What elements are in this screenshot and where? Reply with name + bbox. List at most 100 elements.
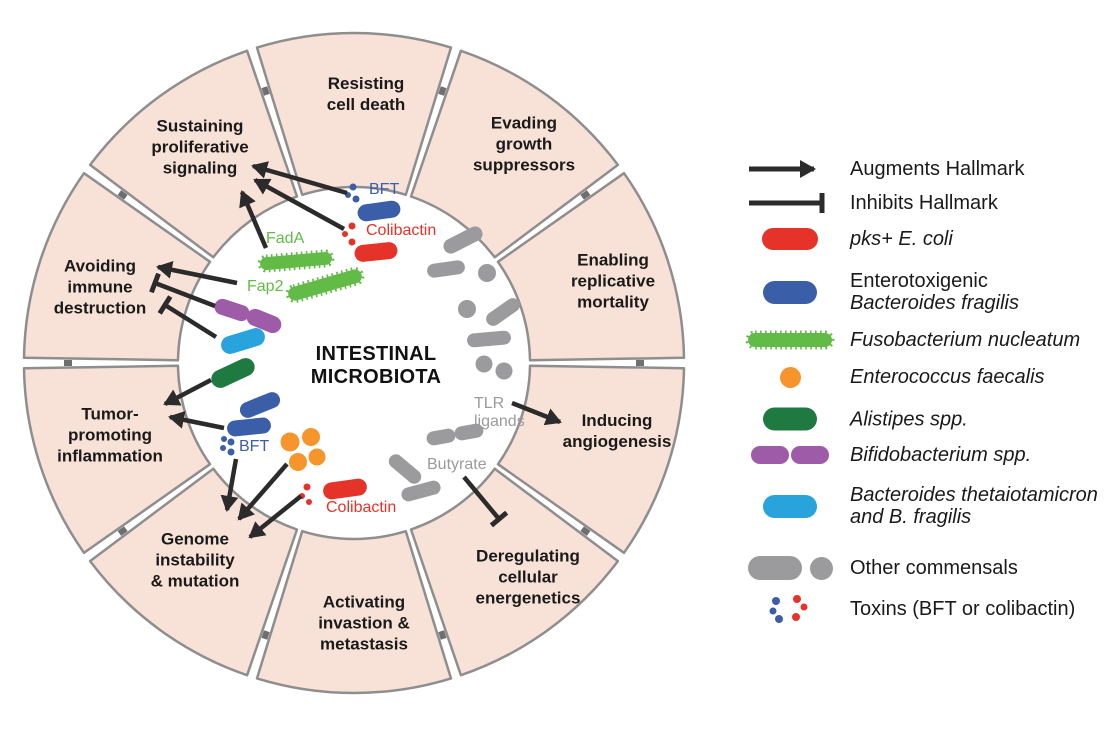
colibactin-label-bottom: Colibactin xyxy=(326,499,397,516)
augments-arrow-icon xyxy=(736,158,844,180)
ring-segment-1 xyxy=(409,49,620,259)
alistipes-group xyxy=(211,358,255,388)
colibactin-toxin-dot xyxy=(303,483,311,491)
legend-item-other-commensals: Other commensals xyxy=(736,556,1018,580)
segment-gap-tick xyxy=(580,526,591,536)
etbf-pill xyxy=(239,392,281,418)
segment-gap-tick xyxy=(636,360,644,366)
purple-double-pill-icon xyxy=(736,446,844,464)
legend-label: Bifidobacterium spp. xyxy=(850,444,1032,466)
commensal-cell xyxy=(426,428,456,446)
legend-item-fusobacterium: Fusobacterium nucleatum xyxy=(736,325,1080,355)
segment-gap-tick xyxy=(580,190,591,200)
etbf-group xyxy=(220,183,401,456)
bft-toxin-dot xyxy=(220,445,226,451)
colibactin-label-top: Colibactin xyxy=(366,222,437,239)
segment-gap-tick xyxy=(261,86,270,96)
hallmark-label-deregulating-energenetics: Deregulating cellular energenetics xyxy=(475,546,581,608)
hallmark-label-invasion-metastasis: Activating invastion & metastasis xyxy=(318,592,410,654)
fap2-label: Fap2 xyxy=(247,278,284,295)
commensal-cell xyxy=(443,226,483,254)
commensal-cell xyxy=(475,355,493,373)
augment-arrow-colibactin-signaling xyxy=(253,178,346,231)
inhibit-arrow-butyrate-energenetics xyxy=(462,475,509,528)
red-pill-icon xyxy=(736,228,844,250)
legend-item-bacteroides-theta: Bacteroides thetaiotamicron and B. fragi… xyxy=(736,484,1098,528)
cyan-pill-icon xyxy=(736,494,844,518)
commensal-cell xyxy=(467,330,511,348)
commensal-cell xyxy=(486,298,520,326)
commensal-cell xyxy=(495,362,513,380)
bifidobacterium-cell xyxy=(214,298,250,322)
fada-label: FadA xyxy=(266,230,305,247)
etbf-pill xyxy=(227,417,271,437)
bft-toxin-dot xyxy=(352,195,360,203)
commensal-cell xyxy=(401,480,441,502)
legend-label: Enterococcus faecalis xyxy=(850,366,1045,388)
enterococcus-group xyxy=(280,428,326,471)
legend-label: Alistipes spp. xyxy=(850,408,968,430)
legend-label: Other commensals xyxy=(850,557,1018,579)
connector-arrows xyxy=(149,161,562,539)
ecoli-pill xyxy=(354,242,398,262)
segment-gap-tick xyxy=(438,86,447,96)
colibactin-toxin-dot xyxy=(306,499,312,505)
colibactin-toxin-dot xyxy=(348,238,356,246)
legend-label: Fusobacterium nucleatum xyxy=(850,329,1081,351)
orange-circle-icon xyxy=(736,366,844,388)
bifidobacterium-group xyxy=(214,298,282,334)
legend-item-pks-ecoli: pks+ E. coli xyxy=(736,228,953,250)
hallmark-label-genome-instability: Genome instability & mutation xyxy=(150,529,240,591)
augment-arrow-fap2-immune xyxy=(156,260,238,286)
colibactin-toxin-dot xyxy=(342,231,348,237)
hallmark-label-avoiding-immune: Avoiding immune destruction xyxy=(53,256,147,318)
enterococcus-cell xyxy=(308,448,326,466)
alistipes-cell xyxy=(211,358,255,388)
legend-label: Bacteroides thetaiotamicron and B. fragi… xyxy=(850,484,1098,528)
fusobacterium-cell xyxy=(257,249,335,273)
augment-arrow-colibactin-genome xyxy=(248,494,303,539)
commensal-cell xyxy=(478,264,496,282)
commensal-cell xyxy=(388,454,422,484)
legend-item-bifidobacterium: Bifidobacterium spp. xyxy=(736,444,1031,466)
diagram-svg xyxy=(22,31,686,695)
hallmark-label-resisting-cell-death: Resisting cell death xyxy=(326,74,406,114)
enterococcus-cell xyxy=(280,432,300,452)
hallmark-label-proliferative-signaling: Sustaining proliferative signaling xyxy=(151,116,249,178)
augment-arrow-fada-signaling xyxy=(239,190,269,249)
legend-label: Augments Hallmark xyxy=(850,158,1025,180)
inhibit-arrow-btheta-immune xyxy=(157,295,218,339)
segment-gap-tick xyxy=(117,526,128,536)
hallmark-label-tumor-inflammation: Tumor- promoting inflammation xyxy=(57,404,163,466)
segment-gap-tick xyxy=(438,630,447,640)
bft-toxin-dot xyxy=(227,448,235,456)
ring-segment-2 xyxy=(496,171,686,362)
legend-label: Toxins (BFT or colibactin) xyxy=(850,598,1076,620)
enterococcus-cell xyxy=(302,428,320,446)
commensals-group xyxy=(388,226,520,502)
pks-ecoli-group xyxy=(299,222,398,505)
enterococcus-cell xyxy=(289,453,307,471)
legend-item-inhibits: Inhibits Hallmark xyxy=(736,192,998,214)
legend-label-line2: Bacteroides fragilis xyxy=(850,292,1019,314)
legend-label: pks+ E. coli xyxy=(850,228,953,250)
green-spiky-pill-icon xyxy=(736,325,844,355)
butyrate-label: Butyrate xyxy=(427,456,487,473)
augment-arrow-etbf-inflammation xyxy=(168,410,225,431)
blue-pill-icon xyxy=(736,280,844,304)
inhibit-arrow-bifido-immune xyxy=(149,272,216,309)
hallmark-label-evading-growth: Evading growth suppressors xyxy=(472,113,576,175)
legend-item-alistipes: Alistipes spp. xyxy=(736,407,968,431)
segment-gap-tick xyxy=(64,360,72,366)
legend-item-toxins: Toxins (BFT or colibactin) xyxy=(736,594,1075,624)
segment-gap-tick xyxy=(117,190,128,200)
bft-label-bottom: BFT xyxy=(239,438,270,455)
bft-toxin-dot xyxy=(221,436,227,442)
segment-gap-tick xyxy=(261,630,270,640)
legend-label-line1: Enterotoxigenic xyxy=(850,270,988,292)
colibactin-toxin-dot xyxy=(348,222,356,230)
legend-item-augments: Augments Hallmark xyxy=(736,158,1025,180)
ring-segment-7 xyxy=(22,364,212,555)
